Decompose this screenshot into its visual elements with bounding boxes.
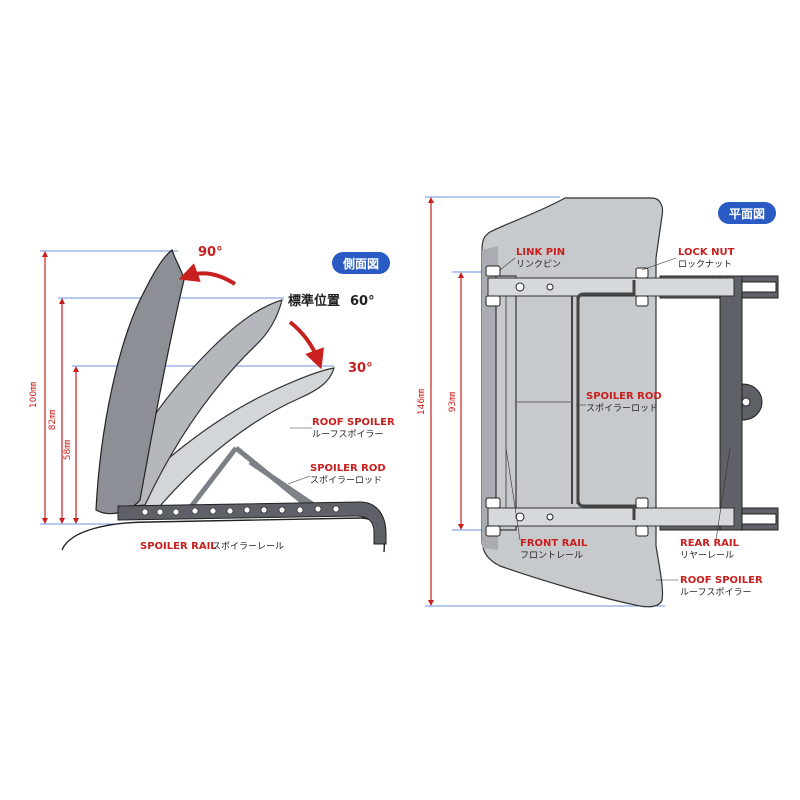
front-rail-jp: フロントレール xyxy=(520,551,583,561)
top-leaders xyxy=(499,257,731,581)
side-roof-spoiler-label: ROOF SPOILER xyxy=(312,417,395,428)
link-bars xyxy=(487,277,735,527)
side-spoiler-rod-jp: スポイラーロッド xyxy=(310,475,382,486)
spoiler-position-90 xyxy=(95,249,185,515)
link-pin-jp: リンクピン xyxy=(516,259,561,270)
dim-100-label: 100㎜ xyxy=(29,382,39,408)
side-roof-spoiler-jp: ルーフスポイラー xyxy=(312,429,383,440)
spoiler-position-60 xyxy=(107,299,283,509)
dim-93-label: 93㎜ xyxy=(448,392,458,412)
link-pin-label: LINK PIN xyxy=(516,247,565,258)
top-view-badge: 平面図 xyxy=(718,202,776,224)
top-spoiler-rod-jp: スポイラーロッド xyxy=(586,403,658,414)
rear-rail-jp: リヤーレール xyxy=(680,551,734,561)
standard-60-label: 標準位置 60° xyxy=(288,293,375,309)
dim-146-label: 146㎜ xyxy=(417,389,427,415)
top-view-badge-text: 平面図 xyxy=(729,207,765,221)
dim-82-label: 82㎜ xyxy=(48,410,58,430)
lock-nuts xyxy=(635,267,649,537)
dimension-58: 58㎜ xyxy=(63,366,79,524)
lock-nut-label: LOCK NUT xyxy=(678,247,735,258)
rear-rail xyxy=(659,275,779,531)
rear-rail-label: REAR RAIL xyxy=(680,538,740,549)
top-roof-spoiler-label: ROOF SPOILER xyxy=(680,575,763,586)
side-spoiler-rod-label: SPOILER ROD xyxy=(310,463,386,474)
spoiler-rod-struts xyxy=(188,446,320,511)
front-rail xyxy=(495,275,517,531)
spoiler-position-30 xyxy=(116,367,335,509)
side-spoiler-rail-label: SPOILER RAIL xyxy=(140,541,217,552)
side-view-badge-text: 側面図 xyxy=(342,256,379,271)
top-view: 平面図 146㎜ 93㎜ xyxy=(417,196,779,608)
side-spoiler-rail-jp: スポイラーレール xyxy=(212,541,284,552)
side-view-badge: 側面図 xyxy=(332,252,390,274)
lock-nut-jp: ロックナット xyxy=(678,259,732,270)
dimension-82: 82㎜ xyxy=(48,298,65,524)
angle-60-label: 60° xyxy=(350,294,375,309)
top-roof-spoiler-jp: ルーフスポイラー xyxy=(680,587,751,598)
side-view: 側面図 100㎜ 82㎜ 58㎜ xyxy=(29,245,395,553)
arrow-to-90 xyxy=(178,263,237,286)
arrow-to-30 xyxy=(288,320,324,370)
link-pins xyxy=(485,265,554,537)
dimension-100: 100㎜ xyxy=(29,251,48,524)
angle-30-label: 30° xyxy=(348,361,373,376)
dim-58-label: 58㎜ xyxy=(63,440,73,460)
spoiler-rail xyxy=(117,501,387,545)
rail-holes xyxy=(141,505,340,516)
top-spoiler-rod xyxy=(576,280,636,520)
angle-90-label: 90° xyxy=(198,245,223,260)
front-rail-label: FRONT RAIL xyxy=(520,538,588,549)
top-spoiler-rod-label: SPOILER ROD xyxy=(586,391,662,402)
standard-position-text: 標準位置 xyxy=(288,293,340,309)
spoiler-rod-leader xyxy=(287,475,311,485)
dimension-93: 93㎜ xyxy=(448,272,464,530)
dimension-146: 146㎜ xyxy=(417,197,434,606)
